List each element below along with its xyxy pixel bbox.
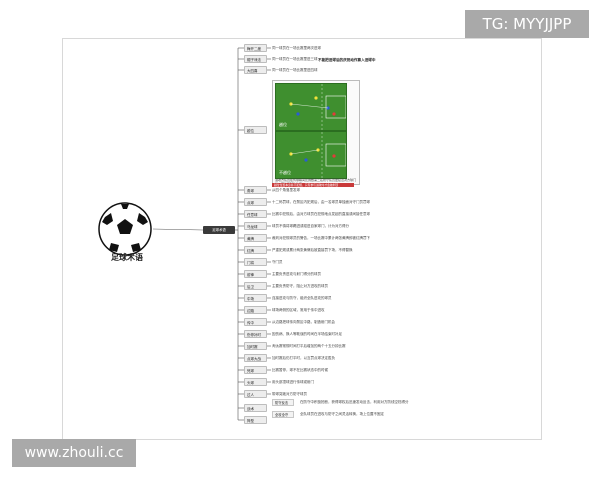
soccer-ball-icon [98,202,152,256]
offside-illustration: 越位 不越位 进攻方队员在传球瞬间比倒数第二名防守队员更接近对方球门线，即处于越… [272,80,360,185]
tactic-item: 全攻全守 [272,410,294,418]
branch-node: 黄牌 [244,234,267,242]
branch-node: 头球 [244,378,267,386]
branch-description: 用头部顶球进行传球或射门 [272,380,314,384]
branch-description: 球员不慎将球踢进或碰进自家球门，计为对方得分 [272,224,349,228]
branch-node: 加时赛 [244,342,267,350]
branch-node: 乌龙球 [244,222,267,230]
branch-description: 带球突破对方防守球员 [272,392,307,396]
watermark-bottom-left: www.zhouli.cc [12,439,136,467]
branch-description: 主要负责防守，阻止对方进攻的球员 [272,284,328,288]
branch-node: 红牌 [244,246,267,254]
branch-node: 战术 [244,404,267,412]
branch-node: 任意球 [244,210,267,218]
branch-node: 点球 [244,198,267,206]
pitch-onside-label: 不越位 [279,170,291,175]
tactic-description: 在防守中积极抢断，获得球权后迅速发动反击，利用对方防线空档得分 [300,400,409,404]
branch-description: 连接进攻与防守，组织全队进攻的球员 [272,296,332,300]
branch-node: 阵型 [244,416,267,424]
branch-node: 越位 [244,126,267,134]
branch-description: 主要负责进攻与射门得分的球员 [272,272,321,276]
center-node: 足球术语 [203,226,235,234]
branch-node: 门将 [244,258,267,266]
branch-node: 点球大战 [244,354,267,362]
branch-node: 梅开二度 [244,44,267,52]
branch-description: 裁判对犯规球员的警告，一场比赛中累计两张黄牌即被红牌罚下 [272,236,370,240]
branch-description: 比赛暂停，球不在比赛状态中的时候 [272,368,328,372]
branch-description: 十二码罚球，在禁区内犯规后，由一名球员单独面对守门员罚球 [272,200,370,204]
branch-description: 球场两侧的区域，常用于传中进攻 [272,308,325,312]
pitch-offside: 越位 [275,83,347,131]
branch-node: 后卫 [244,282,267,290]
branch-description: 从四个角落里发球 [272,188,300,192]
note-top: 不能把进球后的庆祝动作算入进球中 [318,58,376,62]
pitch-offside-label: 越位 [279,122,287,127]
branch-description: 同一球员在一场比赛里进四球 [272,68,318,72]
branch-node: 边路 [244,306,267,314]
branch-description: 因伤病、换人等耽误的时间在半场结束时补足 [272,332,342,336]
branch-node: 过人 [244,390,267,398]
pitch-onside: 不越位 [275,131,347,179]
branch-description: 加时赛后仍打平时，以互罚点球决定胜负 [272,356,335,360]
branch-description: 严重犯规或累计两张黄牌后被直接罚下场，不得替换 [272,248,353,252]
branch-node: 前锋 [244,270,267,278]
branch-description: 同一球员在一场比赛里进三球 [272,57,318,61]
offside-banner: 越位位置本身并不犯规，只有参与进攻时才会被判罚 [272,183,354,187]
tactic-item: 防守反击 [272,398,294,406]
root-title: 足球术语 [111,253,143,262]
branch-node: 角球 [244,186,267,194]
tactic-description: 全队球员在进攻与防守之间灵活转换，场上位置不固定 [300,412,384,416]
branch-node: 中场 [244,294,267,302]
branch-description: 比赛中犯规后，由对方球员在犯规地点发起的直接或间接任意球 [272,212,370,216]
branch-node: 死球 [244,366,267,374]
branch-node: 帽子戏法 [244,55,267,63]
branch-description: 淘汰赛常规时间打平后增加的两个十五分钟比赛 [272,344,346,348]
branch-description: 守门员 [272,260,283,264]
branch-node: 大四喜 [244,66,267,74]
branch-node: 伤停补时 [244,330,267,338]
watermark-top-right: TG: MYYJJPP [465,10,589,38]
branch-description: 同一球员在一场比赛里两次进球 [272,46,321,50]
branch-description: 从边路把球传向禁区中路，制造射门机会 [272,320,335,324]
branch-node: 传中 [244,318,267,326]
